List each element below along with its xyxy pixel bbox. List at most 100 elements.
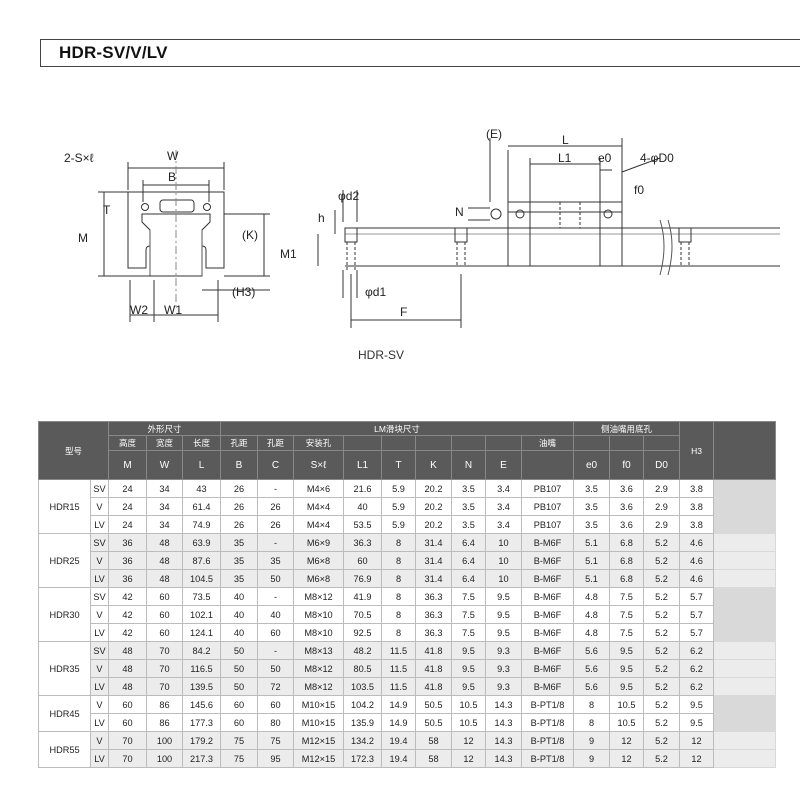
value-cell: PB107 [521, 479, 574, 498]
value-cell: 10 [485, 569, 522, 588]
extra-cell [713, 569, 776, 588]
variant-cell: V [90, 497, 109, 516]
value-cell: 5.2 [643, 659, 680, 678]
value-cell: B-M6F [521, 677, 574, 696]
value-cell: 5.2 [643, 677, 680, 696]
value-cell: 36 [108, 569, 147, 588]
model-name-cell: HDR45 [38, 695, 91, 732]
value-cell: 5.2 [643, 749, 680, 768]
value-cell: 5.2 [643, 605, 680, 624]
label-s-l: 2-S×ℓ [64, 151, 94, 165]
value-cell: 75 [257, 731, 294, 750]
value-cell: 50 [257, 659, 294, 678]
subheader-cell: 油嘴 [521, 435, 574, 451]
label-l1: L1 [558, 151, 572, 165]
value-cell: 9.5 [485, 623, 522, 642]
value-cell: 61.4 [182, 497, 221, 516]
value-cell: 70 [146, 659, 183, 678]
value-cell: B-M6F [521, 623, 574, 642]
value-cell: 60 [108, 713, 147, 732]
value-cell: 80 [257, 713, 294, 732]
value-cell: 9.5 [451, 659, 486, 678]
subheader-cell: 高度 [108, 435, 147, 451]
value-cell: 72 [257, 677, 294, 696]
variant-cell: SV [90, 533, 109, 552]
label-e0: e0 [598, 151, 612, 165]
variant-cell: V [90, 551, 109, 570]
value-cell: 12 [609, 749, 644, 768]
value-cell: 7.5 [451, 605, 486, 624]
value-cell: - [257, 587, 294, 606]
value-cell: 50.5 [415, 713, 452, 732]
value-cell: 10.5 [609, 695, 644, 714]
value-cell: M6×8 [293, 569, 344, 588]
value-cell: 43 [182, 479, 221, 498]
value-cell: 4.8 [573, 623, 610, 642]
value-cell: 3.5 [573, 515, 610, 534]
value-cell: 53.5 [343, 515, 382, 534]
side-view [317, 138, 780, 328]
value-cell: 3.4 [485, 515, 522, 534]
value-cell: 9.5 [679, 713, 714, 732]
subheader-cell: 安装孔 [293, 435, 344, 451]
label-b: B [168, 170, 176, 184]
value-cell: M8×12 [293, 587, 344, 606]
value-cell: 70 [146, 677, 183, 696]
header-h3: H3 [679, 421, 714, 480]
extra-cell [713, 623, 776, 642]
value-cell: 86 [146, 713, 183, 732]
value-cell: 9 [573, 731, 610, 750]
value-cell: 20.2 [415, 515, 452, 534]
value-cell: 42 [108, 587, 147, 606]
value-cell: M4×6 [293, 479, 344, 498]
value-cell: 95 [257, 749, 294, 768]
value-cell: 63.9 [182, 533, 221, 552]
value-cell: 40 [220, 587, 258, 606]
value-cell: 9.5 [485, 587, 522, 606]
extra-cell [713, 551, 776, 570]
header-extra [713, 421, 776, 480]
value-cell: 6.4 [451, 551, 486, 570]
value-cell: 35 [257, 551, 294, 570]
value-cell: 42 [108, 605, 147, 624]
value-cell: 50 [220, 677, 258, 696]
symbol-header-cell: L1 [343, 450, 382, 480]
value-cell: 24 [108, 497, 147, 516]
value-cell: 75 [220, 749, 258, 768]
value-cell: 40 [220, 605, 258, 624]
value-cell: 104.5 [182, 569, 221, 588]
value-cell: 3.6 [609, 479, 644, 498]
value-cell: 31.4 [415, 551, 452, 570]
value-cell: B-PT1/8 [521, 713, 574, 732]
value-cell: 36.3 [415, 623, 452, 642]
symbol-header-cell: B [220, 450, 258, 480]
value-cell: 14.3 [485, 731, 522, 750]
value-cell: 8 [381, 605, 416, 624]
value-cell: 5.2 [643, 641, 680, 660]
model-name-cell: HDR25 [38, 533, 91, 588]
value-cell: B-PT1/8 [521, 695, 574, 714]
model-name-cell: HDR35 [38, 641, 91, 696]
value-cell: 41.8 [415, 677, 452, 696]
value-cell: 6.2 [679, 641, 714, 660]
value-cell: 5.6 [573, 659, 610, 678]
value-cell: 70.5 [343, 605, 382, 624]
value-cell: 19.4 [381, 749, 416, 768]
value-cell: B-M6F [521, 605, 574, 624]
value-cell: 6.8 [609, 569, 644, 588]
value-cell: 26 [220, 497, 258, 516]
value-cell: 3.5 [573, 479, 610, 498]
value-cell: 10 [485, 533, 522, 552]
technical-drawing: 2-S×ℓ W B T M (K) (H3) W2 W1 φd2 h M1 φd… [64, 127, 780, 328]
symbol-header-cell: D0 [643, 450, 680, 480]
value-cell: 24 [108, 515, 147, 534]
value-cell: 36.3 [415, 587, 452, 606]
value-cell: 60 [257, 695, 294, 714]
value-cell: 5.7 [679, 623, 714, 642]
extra-cell [713, 605, 776, 624]
value-cell: 5.6 [573, 641, 610, 660]
value-cell: 9.5 [609, 641, 644, 660]
